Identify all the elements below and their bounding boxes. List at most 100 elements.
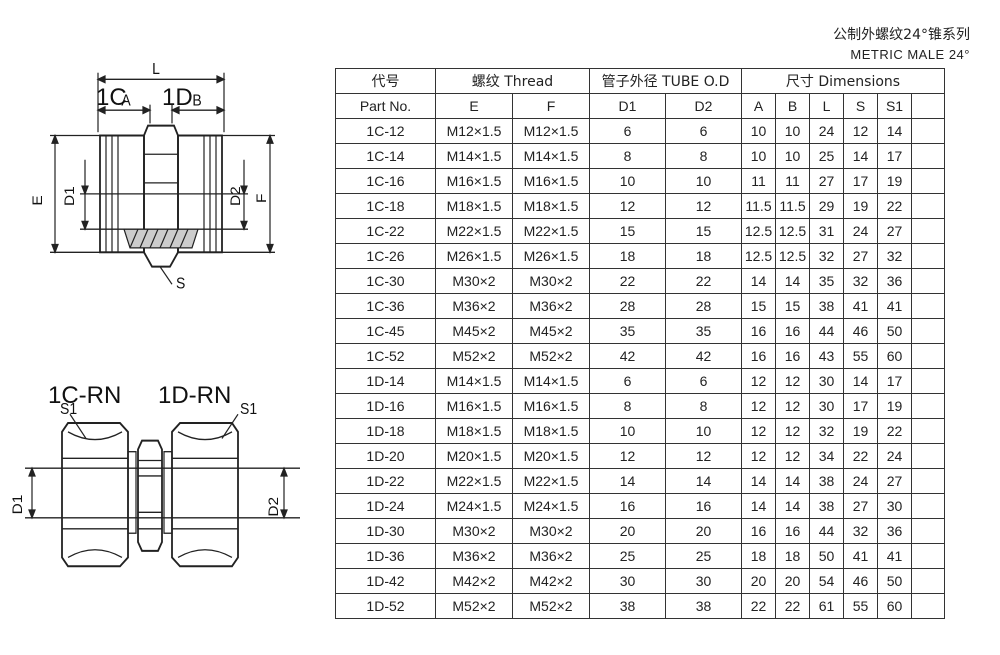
cell-thread-f: M30×2	[512, 518, 590, 544]
cell-dim-s: 17	[843, 168, 878, 194]
cell-thread-e: M22×1.5	[435, 468, 513, 494]
cell-thread-f: M45×2	[512, 318, 590, 344]
cell-thread-e: M52×2	[435, 593, 513, 619]
fitting-1c-drawing	[50, 72, 275, 285]
cell-thread-f: M22×1.5	[512, 218, 590, 244]
cell-tube-d2: 38	[665, 593, 742, 619]
cell-dim-s1: 19	[877, 168, 912, 194]
cell-dim-s: 32	[843, 518, 878, 544]
cell-thread-f: M18×1.5	[512, 193, 590, 219]
cell-thread-e: M42×2	[435, 568, 513, 594]
cell-thread-f: M18×1.5	[512, 418, 590, 444]
cell-part-no: 1D-36	[335, 543, 436, 569]
cell-thread-f: M24×1.5	[512, 493, 590, 519]
cell-dim-b: 16	[775, 518, 810, 544]
cell-dim-s1: 60	[877, 593, 912, 619]
cell-thread-e: M26×1.5	[435, 243, 513, 269]
cell-dim-s1: 22	[877, 193, 912, 219]
cell-tube-d1: 25	[589, 543, 666, 569]
cell-tube-d2: 12	[665, 443, 742, 469]
cell-dim-s: 41	[843, 543, 878, 569]
cell-dim-b: 16	[775, 318, 810, 344]
model-label-1c-rn: 1C-RN	[48, 382, 122, 409]
cell-tube-d1: 10	[589, 168, 666, 194]
cell-dim-b: 11.5	[775, 193, 810, 219]
cell-tube-d1: 16	[589, 493, 666, 519]
cell-tube-d1: 35	[589, 318, 666, 344]
header-part-no: Part No.	[335, 93, 436, 119]
cell-tube-d1: 28	[589, 293, 666, 319]
cell-dim-s1: 60	[877, 343, 912, 369]
cell-dim-s1: 22	[877, 418, 912, 444]
cell-dim-a: 16	[741, 318, 776, 344]
cell-empty	[911, 143, 945, 169]
dim-label-s: S	[176, 276, 186, 293]
dim-label-s1-left: S1	[60, 402, 77, 419]
cell-tube-d2: 8	[665, 393, 742, 419]
cell-empty	[911, 443, 945, 469]
table-header-row-1: 代号 螺纹 Thread 管子外径 TUBE O.D 尺寸 Dimensions	[335, 68, 945, 94]
cell-dim-l: 61	[809, 593, 844, 619]
cell-thread-f: M36×2	[512, 293, 590, 319]
cell-tube-d1: 20	[589, 518, 666, 544]
cell-thread-e: M36×2	[435, 293, 513, 319]
cell-part-no: 1D-14	[335, 368, 436, 394]
cell-dim-a: 12	[741, 443, 776, 469]
cell-empty	[911, 318, 945, 344]
cell-dim-a: 22	[741, 593, 776, 619]
cell-empty	[911, 468, 945, 494]
cell-part-no: 1D-24	[335, 493, 436, 519]
cell-thread-e: M22×1.5	[435, 218, 513, 244]
cell-dim-s1: 41	[877, 543, 912, 569]
cell-dim-l: 30	[809, 368, 844, 394]
dim-label-a: A	[121, 93, 131, 110]
cell-thread-e: M12×1.5	[435, 118, 513, 144]
cell-dim-b: 20	[775, 568, 810, 594]
header-b: B	[775, 93, 810, 119]
cell-tube-d1: 38	[589, 593, 666, 619]
cell-dim-s: 12	[843, 118, 878, 144]
cell-thread-e: M14×1.5	[435, 143, 513, 169]
cell-dim-s: 41	[843, 293, 878, 319]
cell-tube-d2: 25	[665, 543, 742, 569]
cell-dim-a: 12.5	[741, 243, 776, 269]
cell-dim-l: 50	[809, 543, 844, 569]
dim-label-l: L	[152, 61, 160, 78]
cell-dim-b: 14	[775, 468, 810, 494]
cell-part-no: 1D-20	[335, 443, 436, 469]
cell-tube-d2: 10	[665, 418, 742, 444]
cell-tube-d1: 15	[589, 218, 666, 244]
cell-dim-s: 27	[843, 493, 878, 519]
cell-part-no: 1C-22	[335, 218, 436, 244]
cell-dim-s: 19	[843, 193, 878, 219]
cell-part-no: 1C-14	[335, 143, 436, 169]
cell-part-no: 1C-30	[335, 268, 436, 294]
cell-thread-f: M22×1.5	[512, 468, 590, 494]
spec-table: 代号 螺纹 Thread 管子外径 TUBE O.D 尺寸 Dimensions…	[335, 68, 945, 619]
header-tube-od: 管子外径 TUBE O.D	[589, 68, 742, 94]
header-code-cn: 代号	[335, 68, 436, 94]
cell-thread-e: M18×1.5	[435, 193, 513, 219]
cell-dim-s1: 17	[877, 143, 912, 169]
cell-tube-d1: 42	[589, 343, 666, 369]
cell-tube-d1: 14	[589, 468, 666, 494]
header-e: E	[435, 93, 513, 119]
cell-dim-s: 24	[843, 218, 878, 244]
cell-tube-d1: 8	[589, 393, 666, 419]
cell-dim-s: 46	[843, 318, 878, 344]
cell-tube-d1: 12	[589, 193, 666, 219]
cell-thread-e: M18×1.5	[435, 418, 513, 444]
cell-tube-d1: 12	[589, 443, 666, 469]
cell-dim-a: 12.5	[741, 218, 776, 244]
cell-dim-s1: 36	[877, 518, 912, 544]
header-s1: S1	[877, 93, 912, 119]
header-thread: 螺纹 Thread	[435, 68, 590, 94]
cell-part-no: 1C-52	[335, 343, 436, 369]
